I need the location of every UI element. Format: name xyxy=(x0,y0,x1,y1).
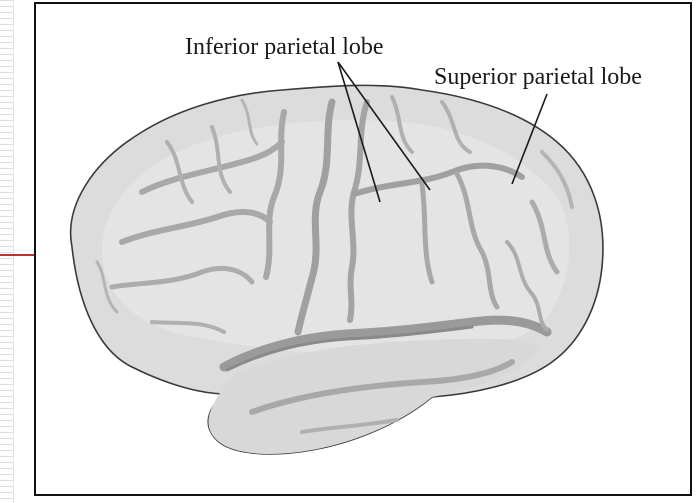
accent-line xyxy=(0,254,34,256)
brain-diagram: Inferior parietal lobe Superior parietal… xyxy=(36,4,690,494)
slide-margin-ruler xyxy=(0,0,14,503)
slide-margin-edge xyxy=(13,0,14,503)
figure-frame: Inferior parietal lobe Superior parietal… xyxy=(34,2,692,496)
label-superior-parietal-lobe: Superior parietal lobe xyxy=(434,64,642,90)
label-inferior-parietal-lobe: Inferior parietal lobe xyxy=(185,34,384,60)
